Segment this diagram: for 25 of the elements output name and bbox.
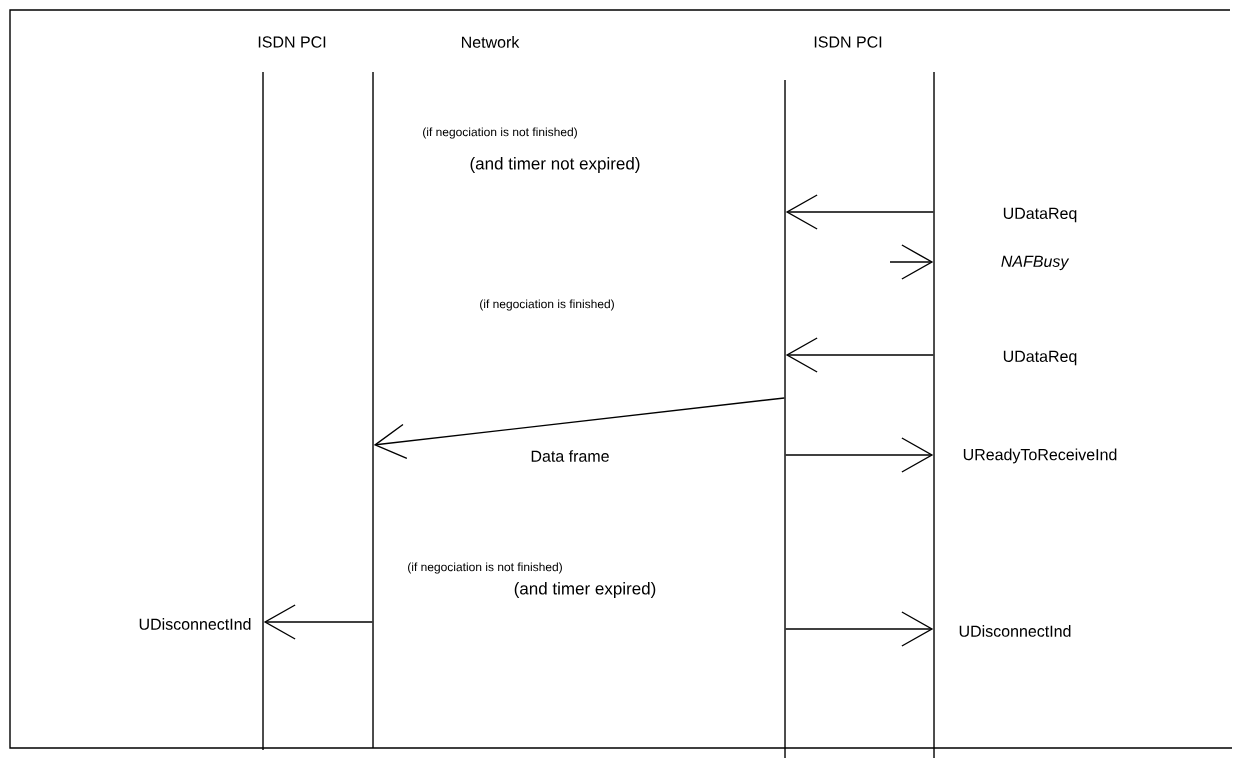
message-label: UDataReq (1003, 350, 1077, 366)
arrow (785, 611, 934, 647)
condition-note: (and timer not expired) (470, 157, 640, 173)
message-label: NAFBusy (1001, 255, 1070, 271)
arrow (785, 194, 934, 230)
condition-note: (and timer expired) (514, 582, 656, 598)
arrow (785, 337, 934, 373)
lifeline (372, 72, 374, 748)
lifeline (262, 72, 264, 750)
message-label: UDisconnectInd (139, 618, 251, 630)
condition-note: (if negociation is not finished) (423, 127, 577, 139)
lifeline-heading: Network (462, 36, 520, 48)
lifeline-heading: ISDN PCI (814, 36, 882, 48)
message-label: UDisconnectInd (959, 625, 1071, 637)
arrow (373, 397, 785, 459)
condition-note: (if negociation is not finished) (408, 562, 562, 574)
message-label: UReadyToReceiveInd (963, 448, 1117, 464)
message-label: Data frame (531, 450, 609, 462)
condition-note: (if negociation is finished) (480, 299, 614, 311)
arrow (263, 604, 373, 640)
lifeline (784, 80, 786, 758)
lifeline (933, 72, 935, 758)
message-label: UDataReq (1003, 207, 1077, 223)
lifeline-heading: ISDN PCI (258, 36, 326, 48)
arrow (785, 437, 934, 473)
